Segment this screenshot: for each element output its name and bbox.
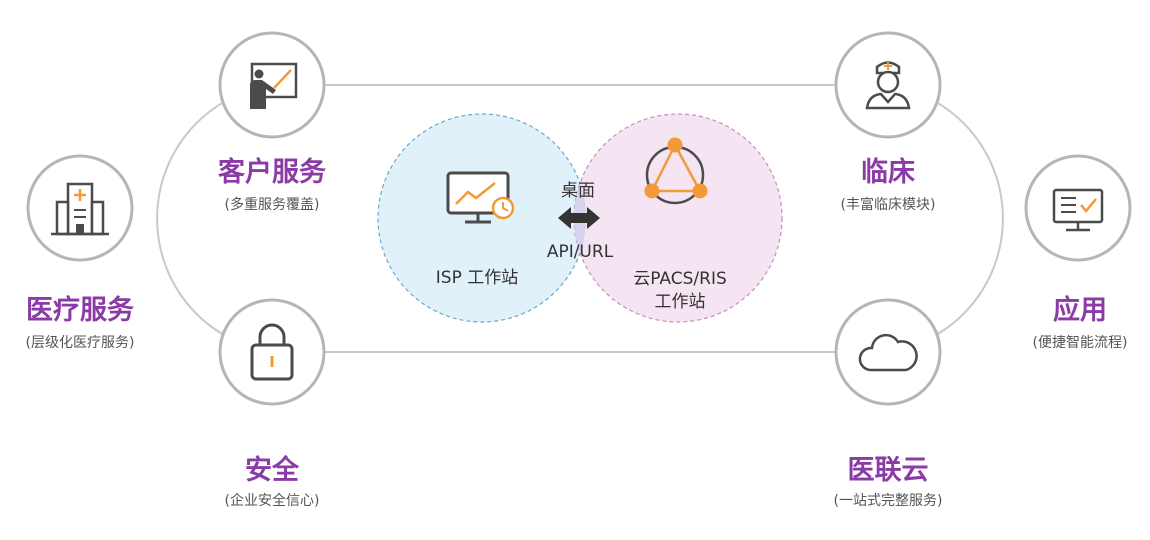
security-subtitle: (企业安全信心) [224, 493, 320, 509]
pacs-circle [573, 113, 783, 323]
monitor-chart-icon [446, 171, 515, 224]
monitor-checklist-icon [1052, 188, 1104, 232]
node-clinical-circle [834, 31, 942, 139]
node-customer-circle [218, 31, 326, 139]
node-medical-circle [26, 154, 134, 262]
isp-workstation-label: ISP 工作站 [435, 268, 519, 288]
cloud-pacs-ris-label: 云PACS/RIS [633, 269, 727, 289]
customer-service-subtitle: (多重服务覆盖) [224, 197, 320, 213]
cloud-alliance-subtitle: (一站式完整服务) [833, 493, 943, 509]
presentation-icon [250, 62, 298, 109]
node-cloud-circle [834, 298, 942, 406]
pacs-workstation-label: 工作站 [654, 292, 706, 312]
desktop-label: 桌面 [561, 181, 595, 201]
medical-service-subtitle: (层级化医疗服务) [25, 335, 135, 351]
network-triangle-icon [644, 137, 708, 205]
hospital-icon [51, 182, 109, 236]
isp-circle [377, 113, 587, 323]
security-title: 安全 [245, 455, 299, 486]
center-venn [377, 113, 783, 323]
clinical-subtitle: (丰富临床模块) [840, 197, 936, 213]
doctor-icon [865, 61, 911, 110]
application-title: 应用 [1053, 295, 1107, 326]
clinical-title: 临床 [861, 157, 915, 188]
cloud-alliance-title: 医联云 [847, 455, 929, 486]
application-subtitle: (便捷智能流程) [1032, 335, 1128, 351]
api-url-label: API/URL [546, 242, 614, 262]
node-security-circle [218, 298, 326, 406]
medical-service-title: 医疗服务 [26, 295, 134, 326]
cloud-icon [858, 333, 918, 372]
node-application-circle [1024, 154, 1132, 262]
lock-icon [250, 323, 294, 381]
double-arrow-icon [558, 207, 600, 229]
customer-service-title: 客户服务 [218, 157, 326, 188]
